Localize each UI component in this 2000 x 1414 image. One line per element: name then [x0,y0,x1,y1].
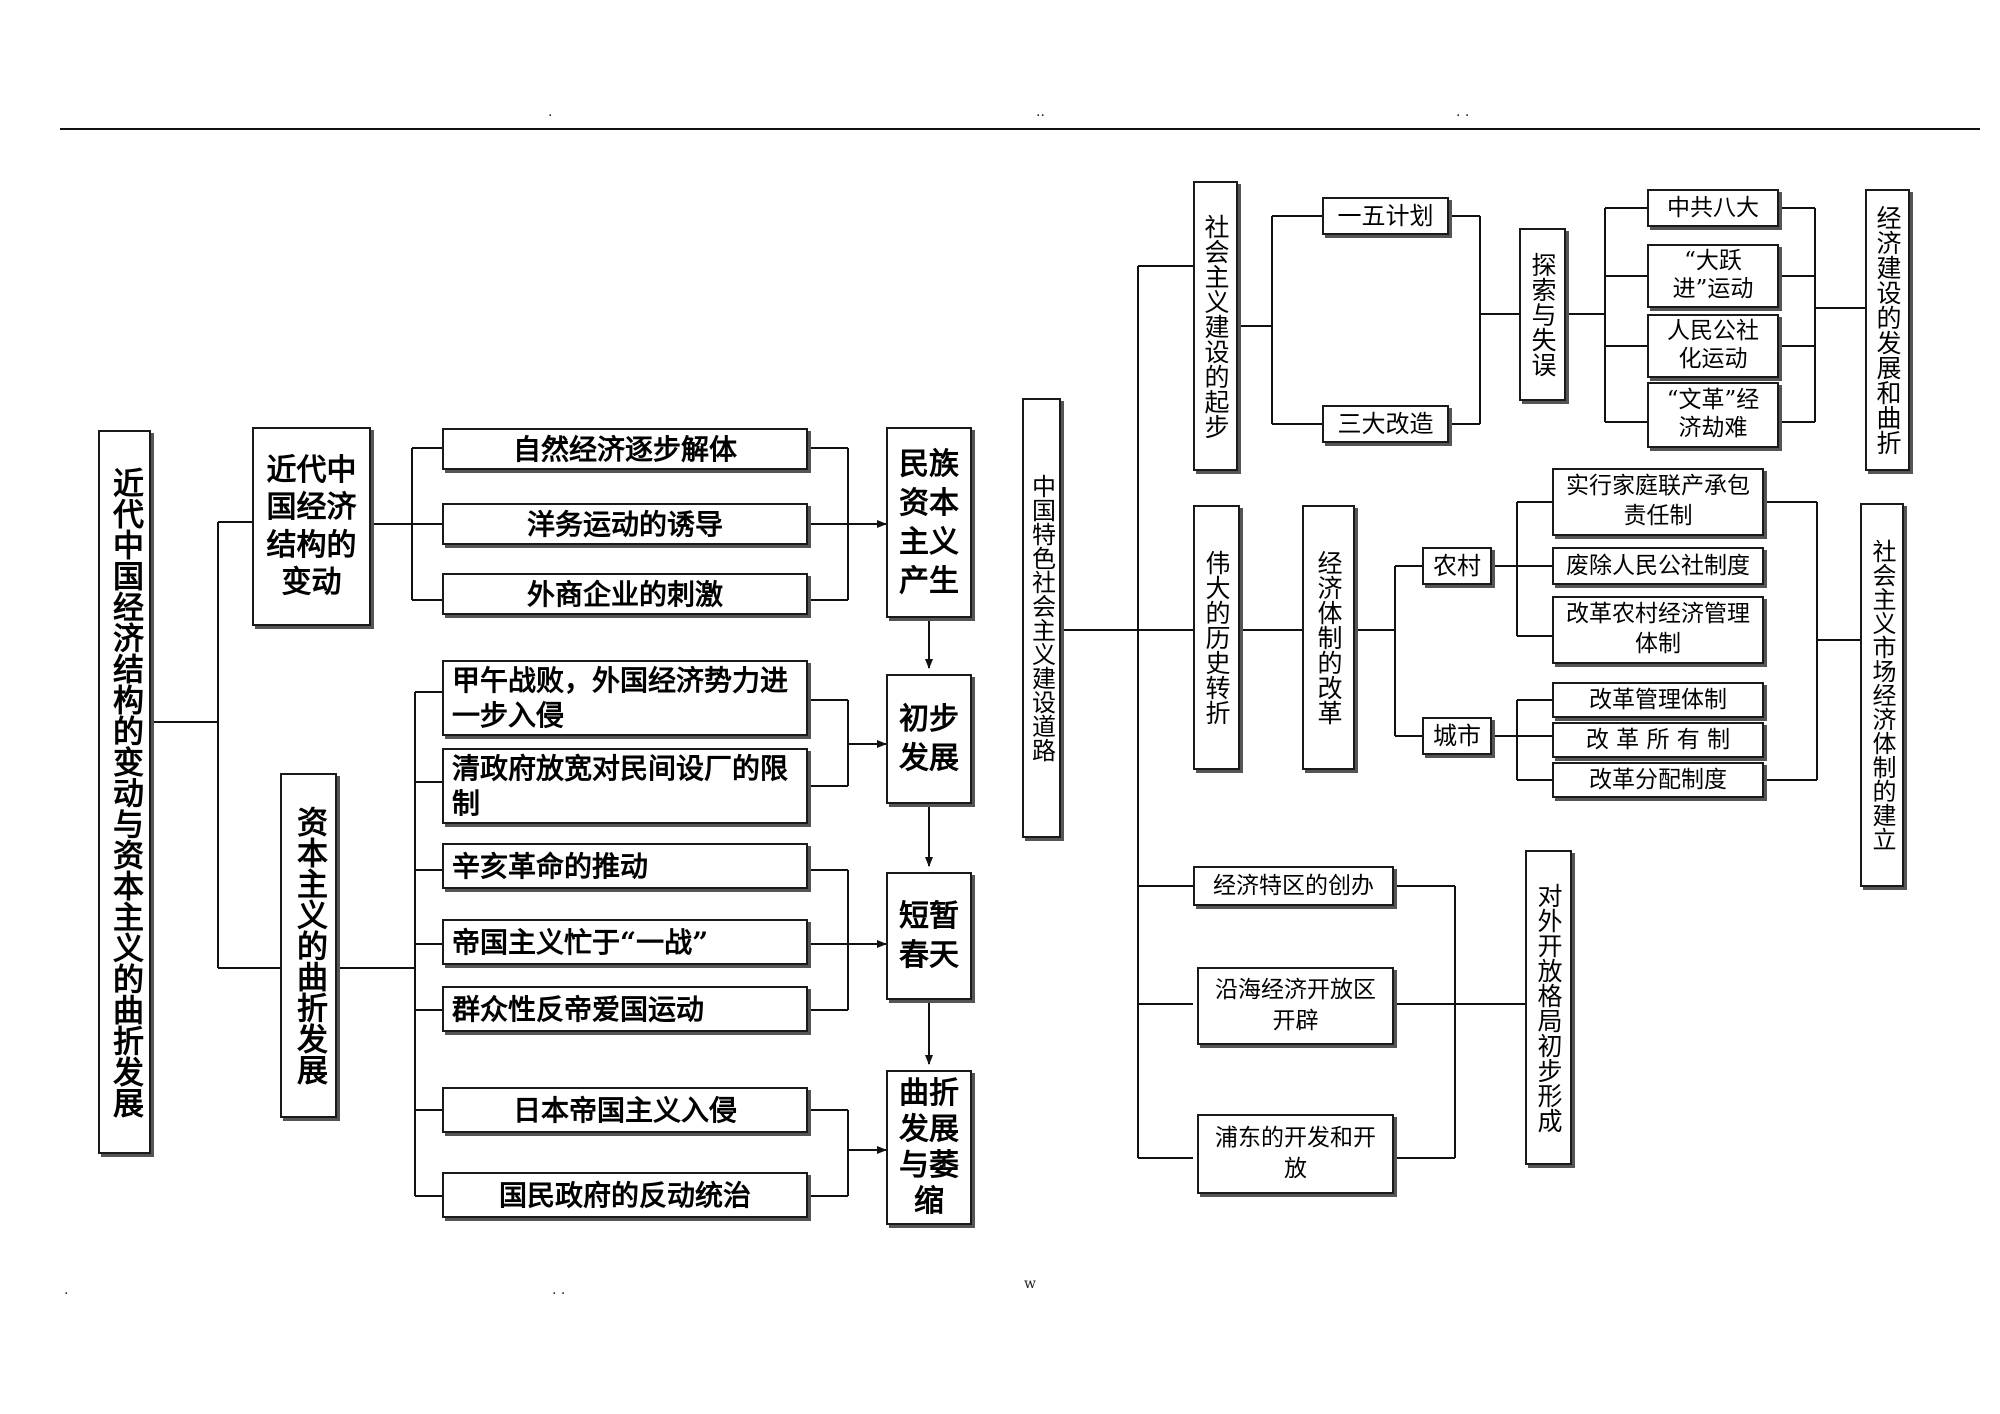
urban-reform-label: 改 革 所 有 制 [1585,726,1731,753]
urban-reform-label: 改革分配制度 [1589,766,1727,793]
exploration-item-label: “大跃进”运动 [1672,248,1754,302]
exploration-node: 探索与失误 [1519,228,1566,401]
factor-node: 群众性反帝爱国运动 [442,986,808,1032]
exploration-item-label: 中共八大 [1667,194,1759,221]
exploration-item-node: 中共八大 [1647,189,1779,227]
left-root-node: 近代中国经济结构的变动与资本主义的曲折发展 [98,430,151,1154]
rural-reform-node: 废除人民公社制度 [1552,547,1764,585]
opening-result-node: 对外开放格局初步形成 [1525,850,1572,1165]
factor-label: 国民政府的反动统治 [498,1178,751,1212]
factor-label: 甲午战败，外国经济势力进一步入侵 [452,664,789,732]
urban-reform-label: 改革管理体制 [1589,686,1727,713]
factor-label: 群众性反帝爱国运动 [452,992,705,1026]
exploration-item-label: “文革”经济劫难 [1666,387,1760,441]
opening-item-label: 浦东的开发和开放 [1215,1124,1376,1182]
factor-node: 甲午战败，外国经济势力进一步入侵 [442,660,808,736]
market-economy-node: 社会主义市场经济体制的建立 [1860,503,1904,887]
stage-decline-label: 曲折发展与萎缩 [899,1075,959,1219]
cause-label: 外商企业的刺激 [526,577,723,611]
market-economy-label: 社会主义市场经济体制的建立 [1868,539,1896,851]
stage-initial-development-label: 初步发展 [899,702,959,776]
stage-initial-development-node: 初步发展 [886,674,972,804]
opening-item-node: 浦东的开发和开放 [1197,1114,1394,1194]
factor-label: 清政府放宽对民间设厂的限制 [452,752,789,820]
economic-reform-label: 经济体制的改革 [1314,550,1343,725]
economic-reform-node: 经济体制的改革 [1302,505,1355,770]
footer-dot: . [64,1282,69,1298]
footer-mark: w [1024,1276,1036,1292]
five-year-plan-node: 一五计划 [1322,197,1449,235]
historic-turn-node: 伟大的历史转折 [1193,505,1240,770]
rural-reform-node: 实行家庭联产承包责任制 [1552,468,1764,536]
rural-label: 农村 [1433,552,1481,580]
exploration-label: 探索与失误 [1528,252,1557,377]
left-root-label: 近代中国经济结构的变动与资本主义的曲折发展 [107,466,143,1118]
development-result-label: 经济建设的发展和曲折 [1873,205,1902,455]
rural-reform-label: 改革农村经济管理体制 [1566,601,1750,657]
urban-reform-node: 改革分配制度 [1552,762,1764,798]
factor-label: 辛亥革命的推动 [452,849,649,883]
right-root-node: 中国特色社会主义建设道路 [1022,398,1061,838]
factor-label: 日本帝国主义入侵 [512,1093,737,1127]
structure-change-node: 近代中国经济结构的变动 [252,427,371,626]
stage-brief-spring-label: 短暂春天 [899,899,959,973]
three-reforms-label: 三大改造 [1337,410,1434,438]
urban-node: 城市 [1422,717,1492,755]
exploration-item-node: “大跃进”运动 [1647,244,1779,308]
exploration-item-node: “文革”经济劫难 [1647,382,1779,448]
factor-node: 国民政府的反动统治 [442,1172,808,1218]
capitalism-development-label: 资本主义的曲折发展 [291,806,327,1085]
five-year-plan-label: 一五计划 [1337,202,1434,230]
cause-node: 洋务运动的诱导 [442,503,808,545]
historic-turn-label: 伟大的历史转折 [1202,550,1231,725]
factor-node: 清政府放宽对民间设厂的限制 [442,748,808,824]
cause-label: 自然经济逐步解体 [512,432,737,466]
stage-brief-spring-node: 短暂春天 [886,872,972,1000]
factor-node: 日本帝国主义入侵 [442,1087,808,1133]
early-construction-node: 社会主义建设的起步 [1193,181,1238,471]
structure-change-label: 近代中国经济结构的变动 [266,452,357,601]
rural-reform-label: 废除人民公社制度 [1566,552,1750,579]
stage-decline-node: 曲折发展与萎缩 [886,1070,972,1225]
stage-emergence-node: 民族资本主义产生 [886,427,972,618]
exploration-item-node: 人民公社化运动 [1647,314,1779,378]
factor-node: 帝国主义忙于“一战” [442,919,808,965]
urban-reform-node: 改 革 所 有 制 [1552,722,1764,758]
header-dot: . [548,104,553,120]
early-construction-label: 社会主义建设的起步 [1201,213,1230,439]
rural-reform-label: 实行家庭联产承包责任制 [1566,473,1750,529]
cause-label: 洋务运动的诱导 [526,507,723,541]
opening-item-label: 沿海经济开放区开辟 [1215,976,1376,1034]
opening-item-label: 经济特区的创办 [1213,872,1374,899]
cause-node: 自然经济逐步解体 [442,428,808,470]
stage-emergence-label: 民族资本主义产生 [899,446,959,599]
opening-item-node: 沿海经济开放区开辟 [1197,967,1394,1045]
development-result-node: 经济建设的发展和曲折 [1865,189,1910,471]
cause-node: 外商企业的刺激 [442,573,808,615]
header-dot: .. [1036,104,1045,120]
exploration-item-label: 人民公社化运动 [1667,318,1759,372]
header-dot: . . [1456,104,1470,120]
factor-node: 辛亥革命的推动 [442,843,808,889]
footer-dot: . . [552,1282,566,1298]
capitalism-development-node: 资本主义的曲折发展 [280,773,337,1118]
factor-label: 帝国主义忙于“一战” [452,925,709,959]
right-root-label: 中国特色社会主义建设道路 [1027,474,1056,762]
opening-item-node: 经济特区的创办 [1193,866,1394,906]
urban-label: 城市 [1433,722,1481,750]
rural-node: 农村 [1422,547,1492,585]
three-reforms-node: 三大改造 [1322,405,1449,443]
opening-result-label: 对外开放格局初步形成 [1534,882,1563,1133]
urban-reform-node: 改革管理体制 [1552,682,1764,718]
rural-reform-node: 改革农村经济管理体制 [1552,596,1764,664]
